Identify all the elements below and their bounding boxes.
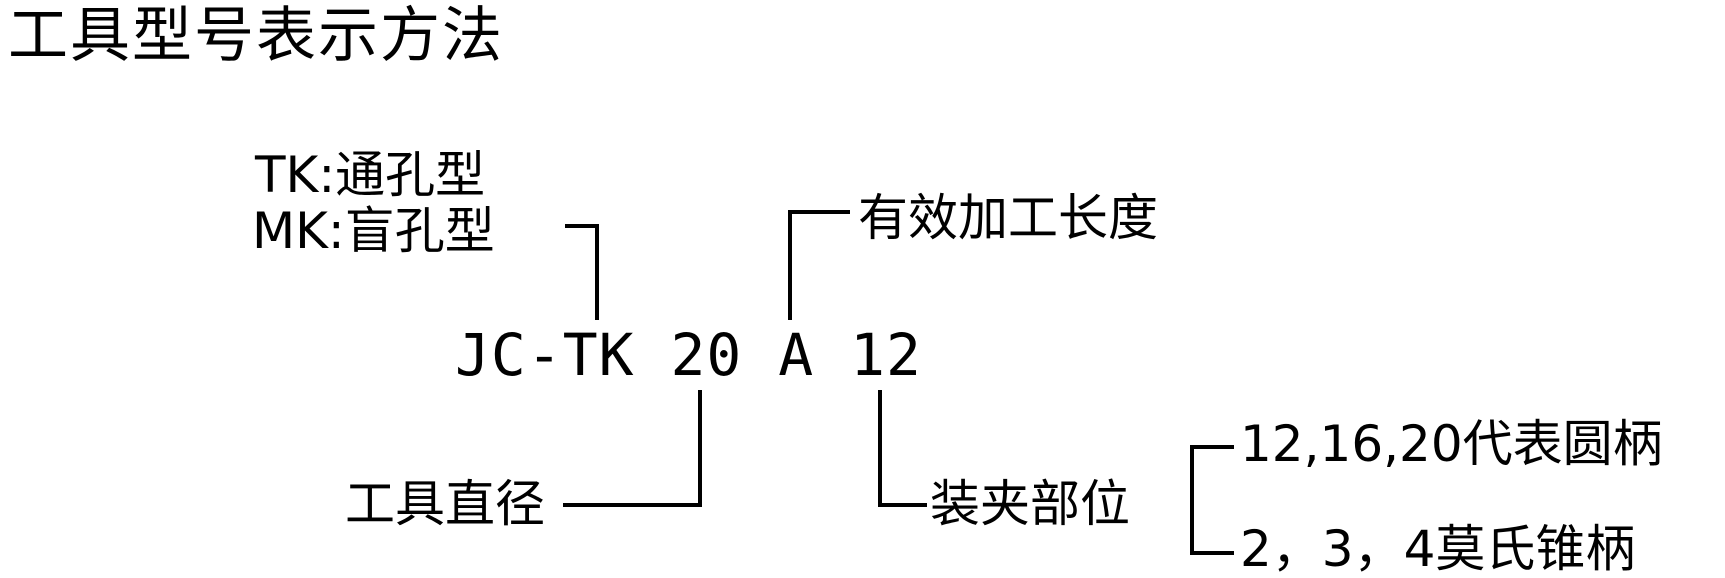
model-code: JC-TK 20 A 12	[455, 321, 922, 389]
tool-diameter-connector-line	[563, 390, 702, 507]
tk-through-hole-label: TK:通孔型	[255, 146, 486, 204]
clamping-part-connector-line	[878, 390, 927, 507]
mk-blind-hole-label: MK:盲孔型	[252, 202, 495, 260]
effective-length-label: 有效加工长度	[858, 189, 1158, 247]
round-shank-option-label: 12,16,20代表圆柄	[1240, 415, 1663, 473]
page-title: 工具型号表示方法	[8, 1, 504, 71]
tool-diameter-label: 工具直径	[345, 475, 545, 533]
hole-type-connector-line	[565, 224, 599, 320]
morse-taper-shank-option-label: 2，3，4莫氏锥柄	[1240, 520, 1636, 578]
clamping-part-label: 装夹部位	[930, 475, 1130, 533]
shank-options-bracket	[1190, 445, 1234, 555]
effective-length-connector-line	[788, 210, 850, 320]
